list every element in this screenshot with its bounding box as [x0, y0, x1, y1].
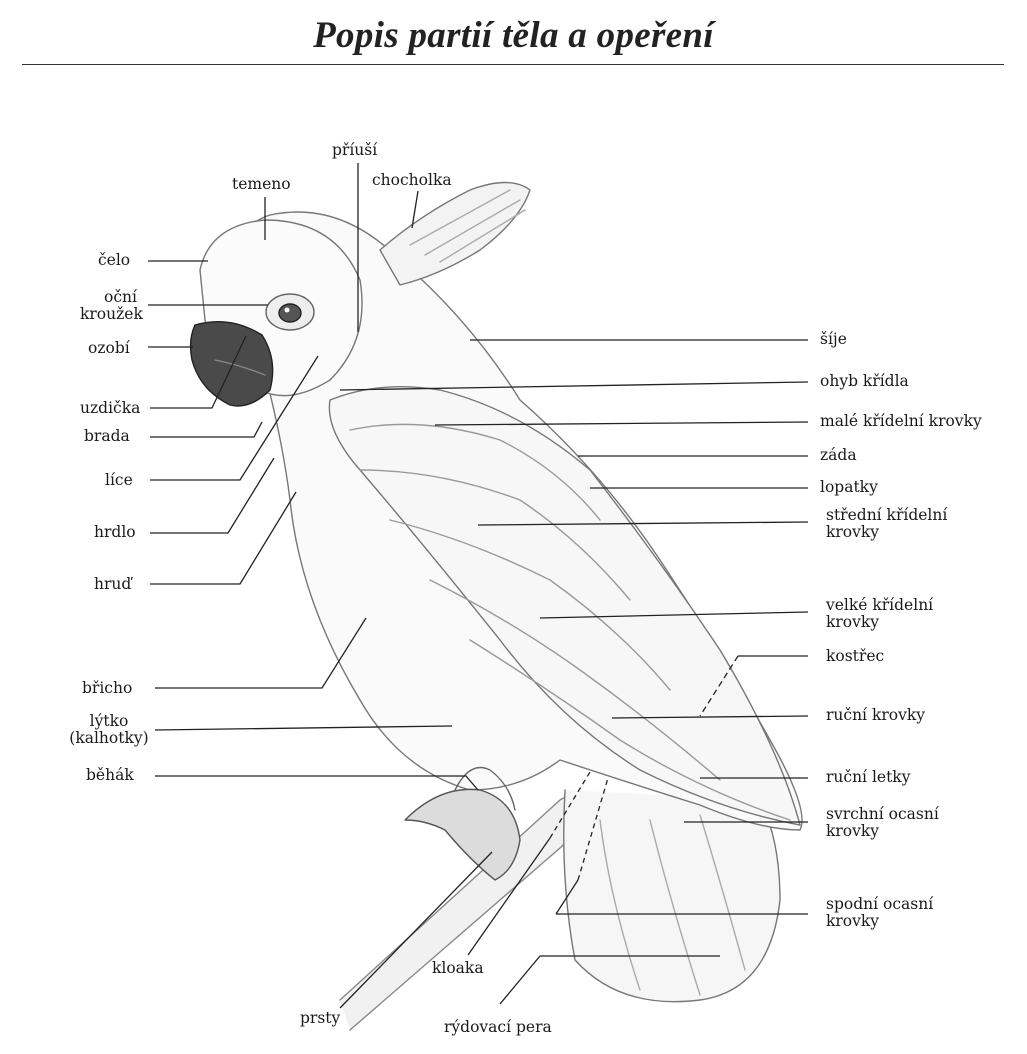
label-behak: běhák	[86, 767, 134, 784]
foot	[405, 789, 520, 880]
label-kloaka: kloaka	[432, 960, 484, 977]
label-male-kridelni: malé křídelní krovky	[820, 413, 982, 430]
leader-hrud	[150, 492, 296, 584]
label-ohyb-kridla: ohyb křídla	[820, 373, 909, 390]
label-hrdlo: hrdlo	[94, 524, 136, 541]
label-rydovaci-pera: rýdovací pera	[444, 1019, 552, 1036]
label-bricho: břicho	[82, 680, 132, 697]
eye	[279, 304, 301, 322]
label-temeno: temeno	[232, 176, 291, 193]
label-velke-kridelni: velké křídelní krovky	[826, 597, 933, 631]
label-sije: šíje	[820, 331, 847, 348]
label-lopatky: lopatky	[820, 479, 878, 496]
label-svrchni-ocasni: svrchní ocasní krovky	[826, 806, 939, 840]
label-prsty: prsty	[300, 1010, 340, 1027]
label-hrud: hruď	[94, 576, 131, 593]
label-priusi: příuší	[332, 142, 377, 159]
label-stredni-kridelni: střední křídelní krovky	[826, 507, 947, 541]
label-spodni-ocasni: spodní ocasní krovky	[826, 896, 933, 930]
label-celo: čelo	[98, 252, 130, 269]
crest	[380, 183, 530, 286]
label-rucni-letky: ruční letky	[826, 769, 910, 786]
label-brada: brada	[84, 428, 130, 445]
label-ozobi: ozobí	[88, 340, 130, 357]
leader-behak	[155, 776, 478, 790]
label-lice: líce	[105, 472, 133, 489]
label-ocni-krouzek: oční kroužek	[80, 289, 137, 323]
leader-hrdlo	[150, 458, 274, 533]
label-kostrec: kostřec	[826, 648, 884, 665]
leader-brada	[150, 422, 262, 437]
label-zada: záda	[820, 447, 857, 464]
leader-prsty	[340, 852, 492, 1008]
label-chocholka: chocholka	[372, 172, 452, 189]
label-lytko: lýtko (kalhotky)	[68, 713, 150, 747]
label-rucni-krovky: ruční krovky	[826, 707, 925, 724]
label-uzdicka: uzdička	[80, 400, 140, 417]
